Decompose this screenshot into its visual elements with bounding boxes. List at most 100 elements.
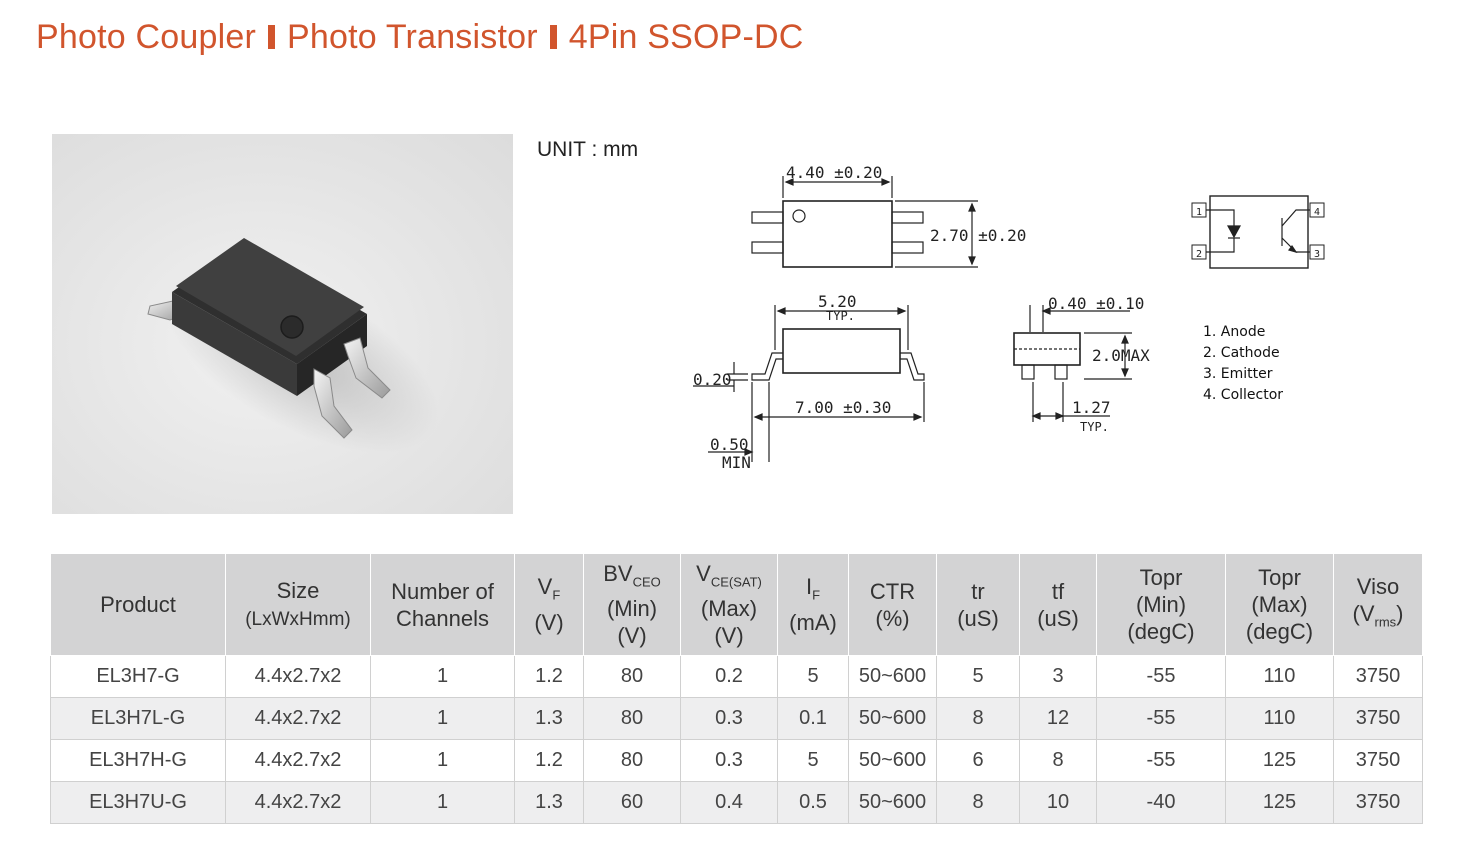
cell-size: 4.4x2.7x2 [225,697,371,740]
cell-bvceo: 60 [583,781,681,824]
col-if: IF(mA) [777,553,849,656]
cell-bvceo: 80 [583,697,681,740]
cell-ctr: 50~600 [848,655,937,698]
cell-product: EL3H7-G [50,655,226,698]
col-product: Product [50,553,226,656]
dim-height: 2.0MAX [1092,346,1150,365]
cell-size: 4.4x2.7x2 [225,781,371,824]
cell-tf: 12 [1019,697,1097,740]
title-photo-coupler: Photo Coupler [36,18,256,56]
cell-ctr: 50~600 [848,781,937,824]
pin-legend: 1. Anode 2. Cathode 3. Emitter 4. Collec… [1203,322,1283,406]
cell-channels: 1 [370,655,515,698]
dimension-drawing: 4.40 ±0.20 2.70 ±0.20 5.20 TYP. [693,163,1325,472]
cell-ctr: 50~600 [848,697,937,740]
unit-label: UNIT : mm [537,138,639,161]
dim-lead-thickness: 0.20 [693,370,732,389]
cell-viso: 3750 [1333,655,1423,698]
cell-topr-min: -55 [1096,655,1226,698]
cell-topr-min: -55 [1096,739,1226,782]
cell-if: 5 [777,655,849,698]
cell-vcesat: 0.4 [680,781,778,824]
product-photo [52,134,513,514]
dim-standoff: 0.50 [710,435,749,454]
col-ctr: CTR(%) [848,553,937,656]
cell-if: 5 [777,739,849,782]
pin-legend-item: 2. Cathode [1203,345,1280,361]
page-title: Photo Coupler Photo Transistor 4Pin SSOP-D… [36,18,804,57]
title-photo-transistor: Photo Transistor [286,18,538,56]
dim-overall-length: 7.00 ±0.30 [795,398,891,417]
col-viso: Viso(Vrms) [1333,553,1423,656]
schematic-pin-2: 2 [1196,249,1202,260]
title-package: 4Pin SSOP-DC [568,18,804,56]
cell-channels: 1 [370,739,515,782]
table-row: EL3H7U-G 4.4x2.7x2 1 1.3 60 0.4 0.5 50~6… [50,781,1423,824]
col-vcesat: VCE(SAT)(Max)(V) [680,553,778,656]
side-view: 5.20 TYP. 0.20 7.00 ±0.30 0.50 MIN [693,292,925,472]
col-tf: tf(uS) [1019,553,1097,656]
col-vf: VF(V) [514,553,584,656]
cell-channels: 1 [370,781,515,824]
cell-topr-max: 110 [1225,655,1334,698]
cell-size: 4.4x2.7x2 [225,655,371,698]
col-topr-min: Topr(Min)(degC) [1096,553,1226,656]
cell-tr: 8 [936,697,1020,740]
pin-legend-item: 3. Emitter [1203,366,1273,382]
pin-legend-item: 4. Collector [1203,387,1284,403]
col-tr: tr(uS) [936,553,1020,656]
cell-topr-min: -55 [1096,697,1226,740]
dim-body-width: 2.70 ±0.20 [930,226,1026,245]
cell-if: 0.5 [777,781,849,824]
col-topr-max: Topr(Max)(degC) [1225,553,1334,656]
dim-pitch: 1.27 [1072,398,1111,417]
col-bvceo: BVCEO(Min)(V) [583,553,681,656]
title-separator [549,25,557,49]
table-row: EL3H7H-G 4.4x2.7x2 1 1.2 80 0.3 5 50~600… [50,739,1423,782]
col-size: Size(LxWxHmm) [225,553,371,656]
cell-vcesat: 0.3 [680,697,778,740]
cell-tr: 5 [936,655,1020,698]
cell-topr-max: 125 [1225,739,1334,782]
cell-tf: 10 [1019,781,1097,824]
cell-viso: 3750 [1333,739,1423,782]
cell-product: EL3H7U-G [50,781,226,824]
cell-product: EL3H7H-G [50,739,226,782]
cell-vf: 1.2 [514,655,584,698]
cell-viso: 3750 [1333,697,1423,740]
cell-topr-max: 125 [1225,781,1334,824]
cell-ctr: 50~600 [848,739,937,782]
cell-channels: 1 [370,697,515,740]
cell-vcesat: 0.3 [680,739,778,782]
dim-body-typ: 5.20 [818,292,857,311]
title-separator [267,25,275,49]
schematic-pin-1: 1 [1196,207,1202,218]
dim-lead-width: 0.40 ±0.10 [1048,294,1144,313]
internal-schematic: 1 2 3 4 [1191,195,1325,269]
cell-bvceo: 80 [583,655,681,698]
table-row: EL3H7-G 4.4x2.7x2 1 1.2 80 0.2 5 50~600 … [50,655,1423,698]
cell-tf: 3 [1019,655,1097,698]
schematic-pin-3: 3 [1314,249,1320,260]
cell-viso: 3750 [1333,781,1423,824]
cell-if: 0.1 [777,697,849,740]
cell-topr-max: 110 [1225,697,1334,740]
cell-size: 4.4x2.7x2 [225,739,371,782]
cell-vf: 1.3 [514,697,584,740]
mechanical-drawings: 4.40 ±0.20 2.70 ±0.20 5.20 TYP. [680,150,1360,485]
dim-typ2-label: TYP. [1080,420,1109,434]
dim-min-label: MIN [722,453,751,472]
pin-legend-item: 1. Anode [1203,324,1266,340]
cell-bvceo: 80 [583,739,681,782]
end-view: 0.40 ±0.10 2.0MAX 1.27 TYP. [1013,294,1150,434]
cell-tr: 8 [936,781,1020,824]
cell-tf: 8 [1019,739,1097,782]
top-view: 4.40 ±0.20 2.70 ±0.20 [751,163,1026,268]
cell-vcesat: 0.2 [680,655,778,698]
cell-tr: 6 [936,739,1020,782]
cell-product: EL3H7L-G [50,697,226,740]
dim-typ-label: TYP. [826,309,855,323]
table-row: EL3H7L-G 4.4x2.7x2 1 1.3 80 0.3 0.1 50~6… [50,697,1423,740]
